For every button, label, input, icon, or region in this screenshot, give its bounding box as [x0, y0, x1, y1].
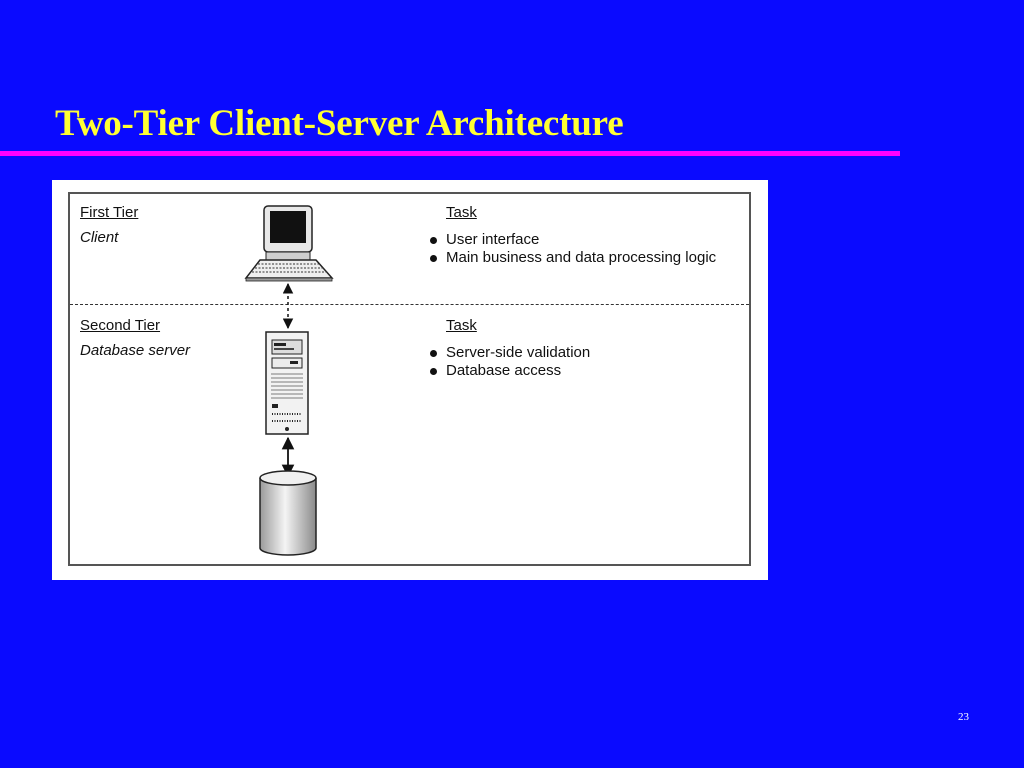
list-item: Server-side validation	[430, 344, 590, 362]
database-server-role-label: Database server	[80, 342, 191, 359]
first-tier-label: First Tier	[80, 204, 139, 221]
slide-title: Two-Tier Client-Server Architecture	[55, 103, 624, 144]
client-role-label: Client	[80, 229, 119, 246]
list-item: User interface	[430, 231, 716, 249]
page-number: 23	[958, 711, 969, 723]
list-item: Main business and data processing logic	[430, 249, 716, 267]
computer-workstation-icon	[244, 205, 334, 282]
architecture-diagram: First Tier Client Task User interface Ma…	[52, 180, 768, 580]
tier-divider	[70, 304, 749, 305]
diagram-frame	[68, 192, 751, 566]
title-rule	[0, 151, 900, 156]
second-tier-task-heading: Task	[446, 317, 477, 334]
first-tier-task-list: User interface Main business and data pr…	[430, 231, 716, 267]
first-tier-task-heading: Task	[446, 204, 477, 221]
list-item: Database access	[430, 362, 590, 380]
diagram-artwork	[244, 205, 334, 556]
second-tier-task-list: Server-side validation Database access	[430, 344, 590, 380]
database-cylinder-icon	[259, 470, 317, 556]
second-tier-label: Second Tier	[80, 317, 161, 334]
server-tower-icon	[265, 331, 309, 435]
